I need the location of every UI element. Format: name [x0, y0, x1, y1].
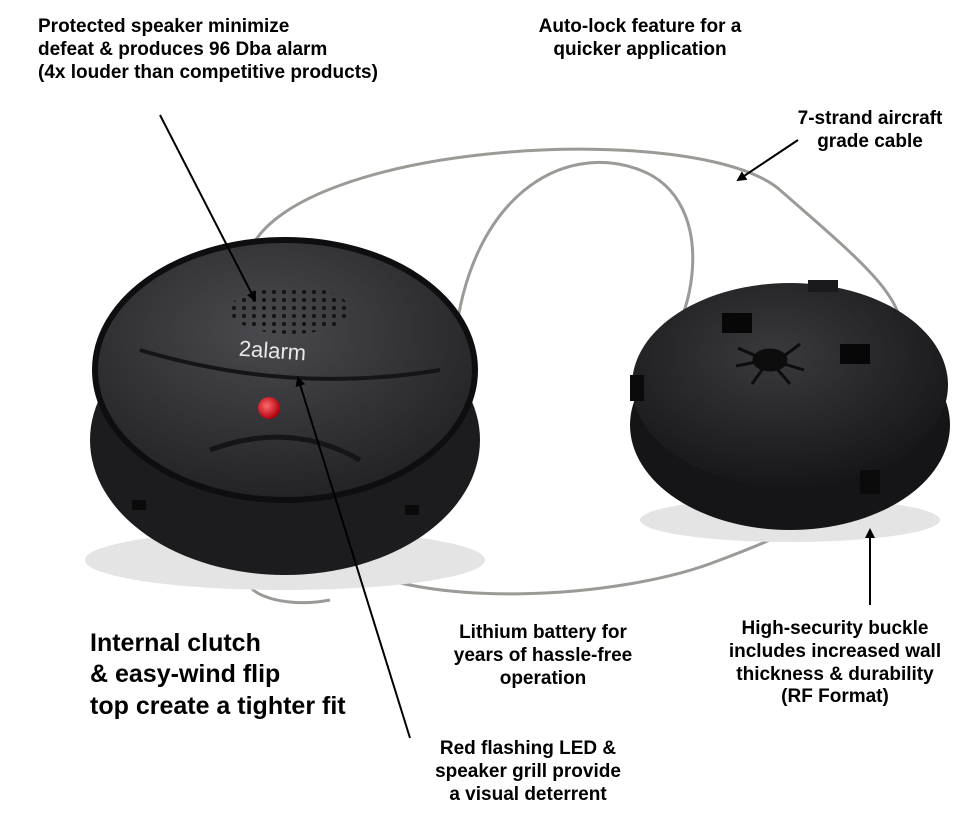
callout-autolock-line: Auto-lock feature for a — [538, 16, 742, 37]
flip-top-edge — [139, 348, 441, 381]
callout-battery-line: operation — [499, 667, 587, 689]
flip-top-notch — [209, 434, 362, 463]
buckle-tab — [808, 280, 838, 292]
callout-buckle-line: (RF Format) — [781, 686, 889, 708]
arrow-speaker — [159, 114, 256, 302]
callout-buckle: High-security buckle includes increased … — [700, 618, 970, 709]
callout-buckle-line: thickness & durability — [736, 663, 934, 685]
callout-speaker-line: (4x louder than competitive products) — [38, 61, 378, 83]
callout-led-line: Red flashing LED & — [439, 738, 617, 759]
spider-emblem-icon — [735, 342, 805, 385]
callout-cable-line: 7-strand aircraft — [797, 108, 943, 129]
cable-port — [630, 375, 644, 401]
callout-autolock-line: quicker application — [553, 38, 727, 60]
callout-autolock: Auto-lock feature for a quicker applicat… — [505, 16, 775, 62]
callout-speaker: Protected speaker minimize defeat & prod… — [38, 16, 378, 84]
lock-slot-right — [840, 344, 870, 364]
red-led — [258, 397, 280, 419]
callout-speaker-line: defeat & produces 96 Dba alarm — [38, 38, 328, 60]
side-slot — [132, 500, 146, 510]
callout-clutch: Internal clutch & easy-wind flip top cre… — [90, 628, 346, 722]
lock-slot-left — [722, 313, 752, 333]
side-slot — [405, 505, 419, 515]
cable-port — [860, 470, 880, 494]
device-logo: 2alarm — [238, 336, 307, 366]
callout-speaker-line: Protected speaker minimize — [38, 16, 290, 37]
callout-cable: 7-strand aircraft grade cable — [770, 108, 970, 154]
buckle-unit — [630, 280, 950, 542]
callout-led: Red flashing LED & speaker grill provide… — [388, 738, 668, 806]
arrow-led — [295, 376, 411, 739]
arrow-cable — [736, 139, 799, 182]
callout-led-line: a visual deterrent — [449, 783, 607, 805]
callout-led-line: speaker grill provide — [435, 760, 621, 782]
callout-arrows — [159, 114, 875, 739]
speaker-grill — [230, 286, 350, 334]
callout-clutch-line: top create a tighter fit — [90, 691, 346, 720]
alarm-unit: 2alarm — [85, 237, 485, 590]
callout-battery: Lithium battery for years of hassle-free… — [418, 622, 668, 690]
callout-clutch-line: Internal clutch — [90, 629, 261, 657]
callout-battery-line: Lithium battery for — [459, 622, 627, 643]
alarm-unit-top — [95, 240, 475, 500]
buckle-unit-top — [632, 283, 948, 487]
callout-buckle-line: High-security buckle — [741, 618, 929, 639]
callout-clutch-line: & easy-wind flip — [90, 660, 281, 689]
callout-battery-line: years of hassle-free — [453, 644, 633, 666]
cable-loop-back — [248, 147, 903, 341]
callout-cable-line: grade cable — [817, 130, 923, 152]
callout-buckle-line: includes increased wall — [728, 640, 942, 662]
alarm-unit-rim — [92, 237, 478, 503]
